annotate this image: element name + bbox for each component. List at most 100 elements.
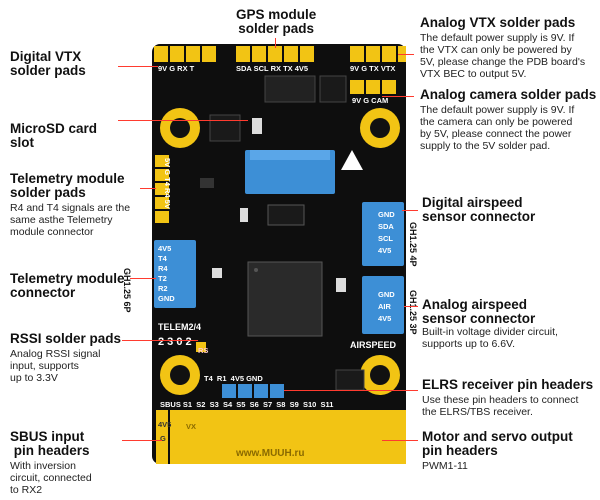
line-motor bbox=[382, 440, 418, 441]
label-digital-airspeed-line1: Digital airspeed bbox=[422, 195, 523, 210]
line-sbus bbox=[122, 440, 162, 441]
label-digital-airspeed-line2: sensor connector bbox=[422, 209, 536, 224]
desc-telemetry-pads: R4 and T4 signals are the same asthe Tel… bbox=[10, 202, 130, 238]
camera-pads bbox=[350, 80, 396, 94]
desc-analog-cam-line2: the camera can only be powered bbox=[420, 116, 573, 128]
line-telemetry-pads bbox=[140, 188, 156, 189]
label-analog-cam: Analog camera solder pads bbox=[420, 88, 596, 102]
desc-elrs: Use these pin headers to connect the ELR… bbox=[422, 394, 578, 418]
label-microsd-line1: MicroSD card bbox=[10, 121, 98, 136]
label-elrs: ELRS receiver pin headers bbox=[422, 378, 593, 392]
label-microsd: MicroSD card slot bbox=[10, 122, 97, 150]
line-digital-airspeed bbox=[402, 210, 418, 211]
silk-dig-air-pin-1: SDA bbox=[378, 222, 394, 231]
silk-gh-right-top: GH1.25 4P bbox=[408, 222, 418, 267]
desc-sbus-line1: With inversion bbox=[10, 460, 76, 472]
label-microsd-line2: slot bbox=[10, 135, 35, 150]
label-sbus-line2: pin headers bbox=[10, 443, 90, 458]
label-analog-cam-title: Analog camera solder pads bbox=[420, 87, 597, 102]
microsd-slot bbox=[245, 150, 335, 194]
silk-telem24: TELEM2/4 bbox=[158, 322, 202, 332]
line-gps bbox=[275, 38, 276, 48]
label-telemetry-conn-line2: connector bbox=[10, 285, 76, 300]
label-telemetry-pads-line2: solder pads bbox=[10, 185, 86, 200]
silk-telem-pin-5: GND bbox=[158, 294, 175, 303]
label-digital-vtx-line2: solder pads bbox=[10, 63, 86, 78]
telemetry-connector bbox=[154, 240, 196, 308]
desc-rssi-line3: up to 3.3V bbox=[10, 372, 58, 384]
label-telemetry-pads: Telemetry module solder pads bbox=[10, 172, 125, 200]
label-sbus-line1: SBUS input bbox=[10, 429, 85, 444]
label-analog-airspeed-line2: sensor connector bbox=[422, 311, 536, 326]
line-digital-vtx bbox=[118, 66, 158, 67]
silk-bottom-row: SBUS S1 S2 S3 S4 S5 S6 S7 S8 S9 S10 S11 bbox=[160, 400, 334, 409]
silk-airspeed: AIRSPEED bbox=[350, 340, 397, 350]
desc-analog-vtx-line3: 5V, please change the PDB board's bbox=[420, 56, 586, 68]
silk-ana-air-pin-0: GND bbox=[378, 290, 395, 299]
desc-analog-airspeed-line1: Built-in voltage divider circuit, bbox=[422, 326, 558, 338]
desc-analog-airspeed: Built-in voltage divider circuit, suppor… bbox=[422, 326, 558, 350]
desc-analog-vtx-line4: VTX BEC to output 5V. bbox=[420, 68, 527, 80]
label-motor-line1: Motor and servo output bbox=[422, 429, 573, 444]
desc-sbus-line3: to RX2 bbox=[10, 484, 43, 496]
silk-dig-air-pin-0: GND bbox=[378, 210, 395, 219]
silk-website: www.MUUH.ru bbox=[236, 448, 305, 459]
desc-analog-airspeed-line2: supports up to 6.6V. bbox=[422, 338, 516, 350]
desc-rssi-line1: Analog RSSI signal bbox=[10, 348, 101, 360]
silk-telem-pin-2: R4 bbox=[158, 264, 168, 273]
label-rssi: RSSI solder pads bbox=[10, 332, 121, 346]
silk-telem-pin-3: T2 bbox=[158, 274, 167, 283]
label-gps: GPS module solder pads bbox=[236, 8, 316, 36]
desc-analog-vtx: The default power supply is 9V. If the V… bbox=[420, 32, 585, 80]
desc-sbus: With inversion circuit, connected to RX2 bbox=[10, 460, 92, 496]
label-digital-vtx: Digital VTX solder pads bbox=[10, 50, 86, 78]
bottom-pin-headers bbox=[156, 410, 406, 464]
desc-analog-cam-line1: The default power supply is 9V. If bbox=[420, 104, 575, 116]
silk-sbus-g: G bbox=[160, 434, 166, 443]
desc-analog-vtx-line2: the VTX can only be powered by bbox=[420, 44, 572, 56]
digital-airspeed-connector bbox=[362, 202, 404, 266]
line-microsd bbox=[118, 120, 248, 121]
line-analog-airspeed bbox=[404, 306, 418, 307]
line-elrs bbox=[284, 390, 418, 391]
main-mcu bbox=[247, 261, 323, 337]
label-digital-vtx-line1: Digital VTX bbox=[10, 49, 82, 64]
silk-rs: RS bbox=[198, 346, 209, 355]
silk-elrs-pins: T4 R1 4V5 GND bbox=[204, 374, 263, 383]
label-elrs-title: ELRS receiver pin headers bbox=[422, 377, 594, 392]
silk-telem-pin-4: R2 bbox=[158, 284, 168, 293]
desc-analog-cam-line4: supply to the 5V solder pad. bbox=[420, 140, 551, 152]
silk-telem-pin-0: 4V5 bbox=[158, 244, 172, 253]
desc-telemetry-pads-line1: R4 and T4 signals are the bbox=[10, 202, 131, 214]
desc-rssi-line2: input, supports bbox=[10, 360, 79, 372]
silk-telem-pin-1: T4 bbox=[158, 254, 167, 263]
label-rssi-title: RSSI solder pads bbox=[10, 331, 122, 346]
silk-ana-air-pin-1: AIR bbox=[378, 302, 391, 311]
silk-dig-air-pin-2: SCL bbox=[378, 234, 393, 243]
desc-motor: PWM1-11 bbox=[422, 460, 468, 472]
desc-analog-vtx-line1: The default power supply is 9V. If bbox=[420, 32, 575, 44]
label-motor: Motor and servo output pin headers bbox=[422, 430, 573, 458]
label-digital-airspeed: Digital airspeed sensor connector bbox=[422, 196, 535, 224]
silk-top-left-pads: 9V G RX T bbox=[158, 64, 195, 73]
line-analog-vtx bbox=[398, 54, 414, 55]
label-analog-airspeed: Analog airspeed sensor connector bbox=[422, 298, 535, 326]
label-analog-vtx: Analog VTX solder pads bbox=[420, 16, 575, 30]
desc-rssi: Analog RSSI signal input, supports up to… bbox=[10, 348, 100, 384]
desc-telemetry-pads-line2: same asthe Telemetry bbox=[10, 214, 113, 226]
pcb-body bbox=[152, 44, 406, 464]
desc-analog-cam-line3: by 5V, please connect the power bbox=[420, 128, 572, 140]
line-telemetry-conn bbox=[130, 278, 156, 279]
label-telemetry-pads-line1: Telemetry module bbox=[10, 171, 125, 186]
label-gps-line1: GPS module bbox=[236, 7, 317, 22]
label-analog-vtx-title: Analog VTX solder pads bbox=[420, 15, 576, 30]
desc-motor-text: PWM1-11 bbox=[422, 460, 468, 472]
silk-top-gps-pads: SDA SCL RX TX 4V5 bbox=[236, 64, 309, 73]
top-pads-row bbox=[154, 46, 406, 62]
desc-elrs-line1: Use these pin headers to connect bbox=[422, 394, 579, 406]
mounting-holes bbox=[160, 108, 400, 395]
silk-vx: VX bbox=[186, 422, 197, 431]
silk-telem-pads-nums: 2 3 0 2 bbox=[158, 336, 192, 348]
silk-ana-air-pin-2: 4V5 bbox=[378, 314, 392, 323]
